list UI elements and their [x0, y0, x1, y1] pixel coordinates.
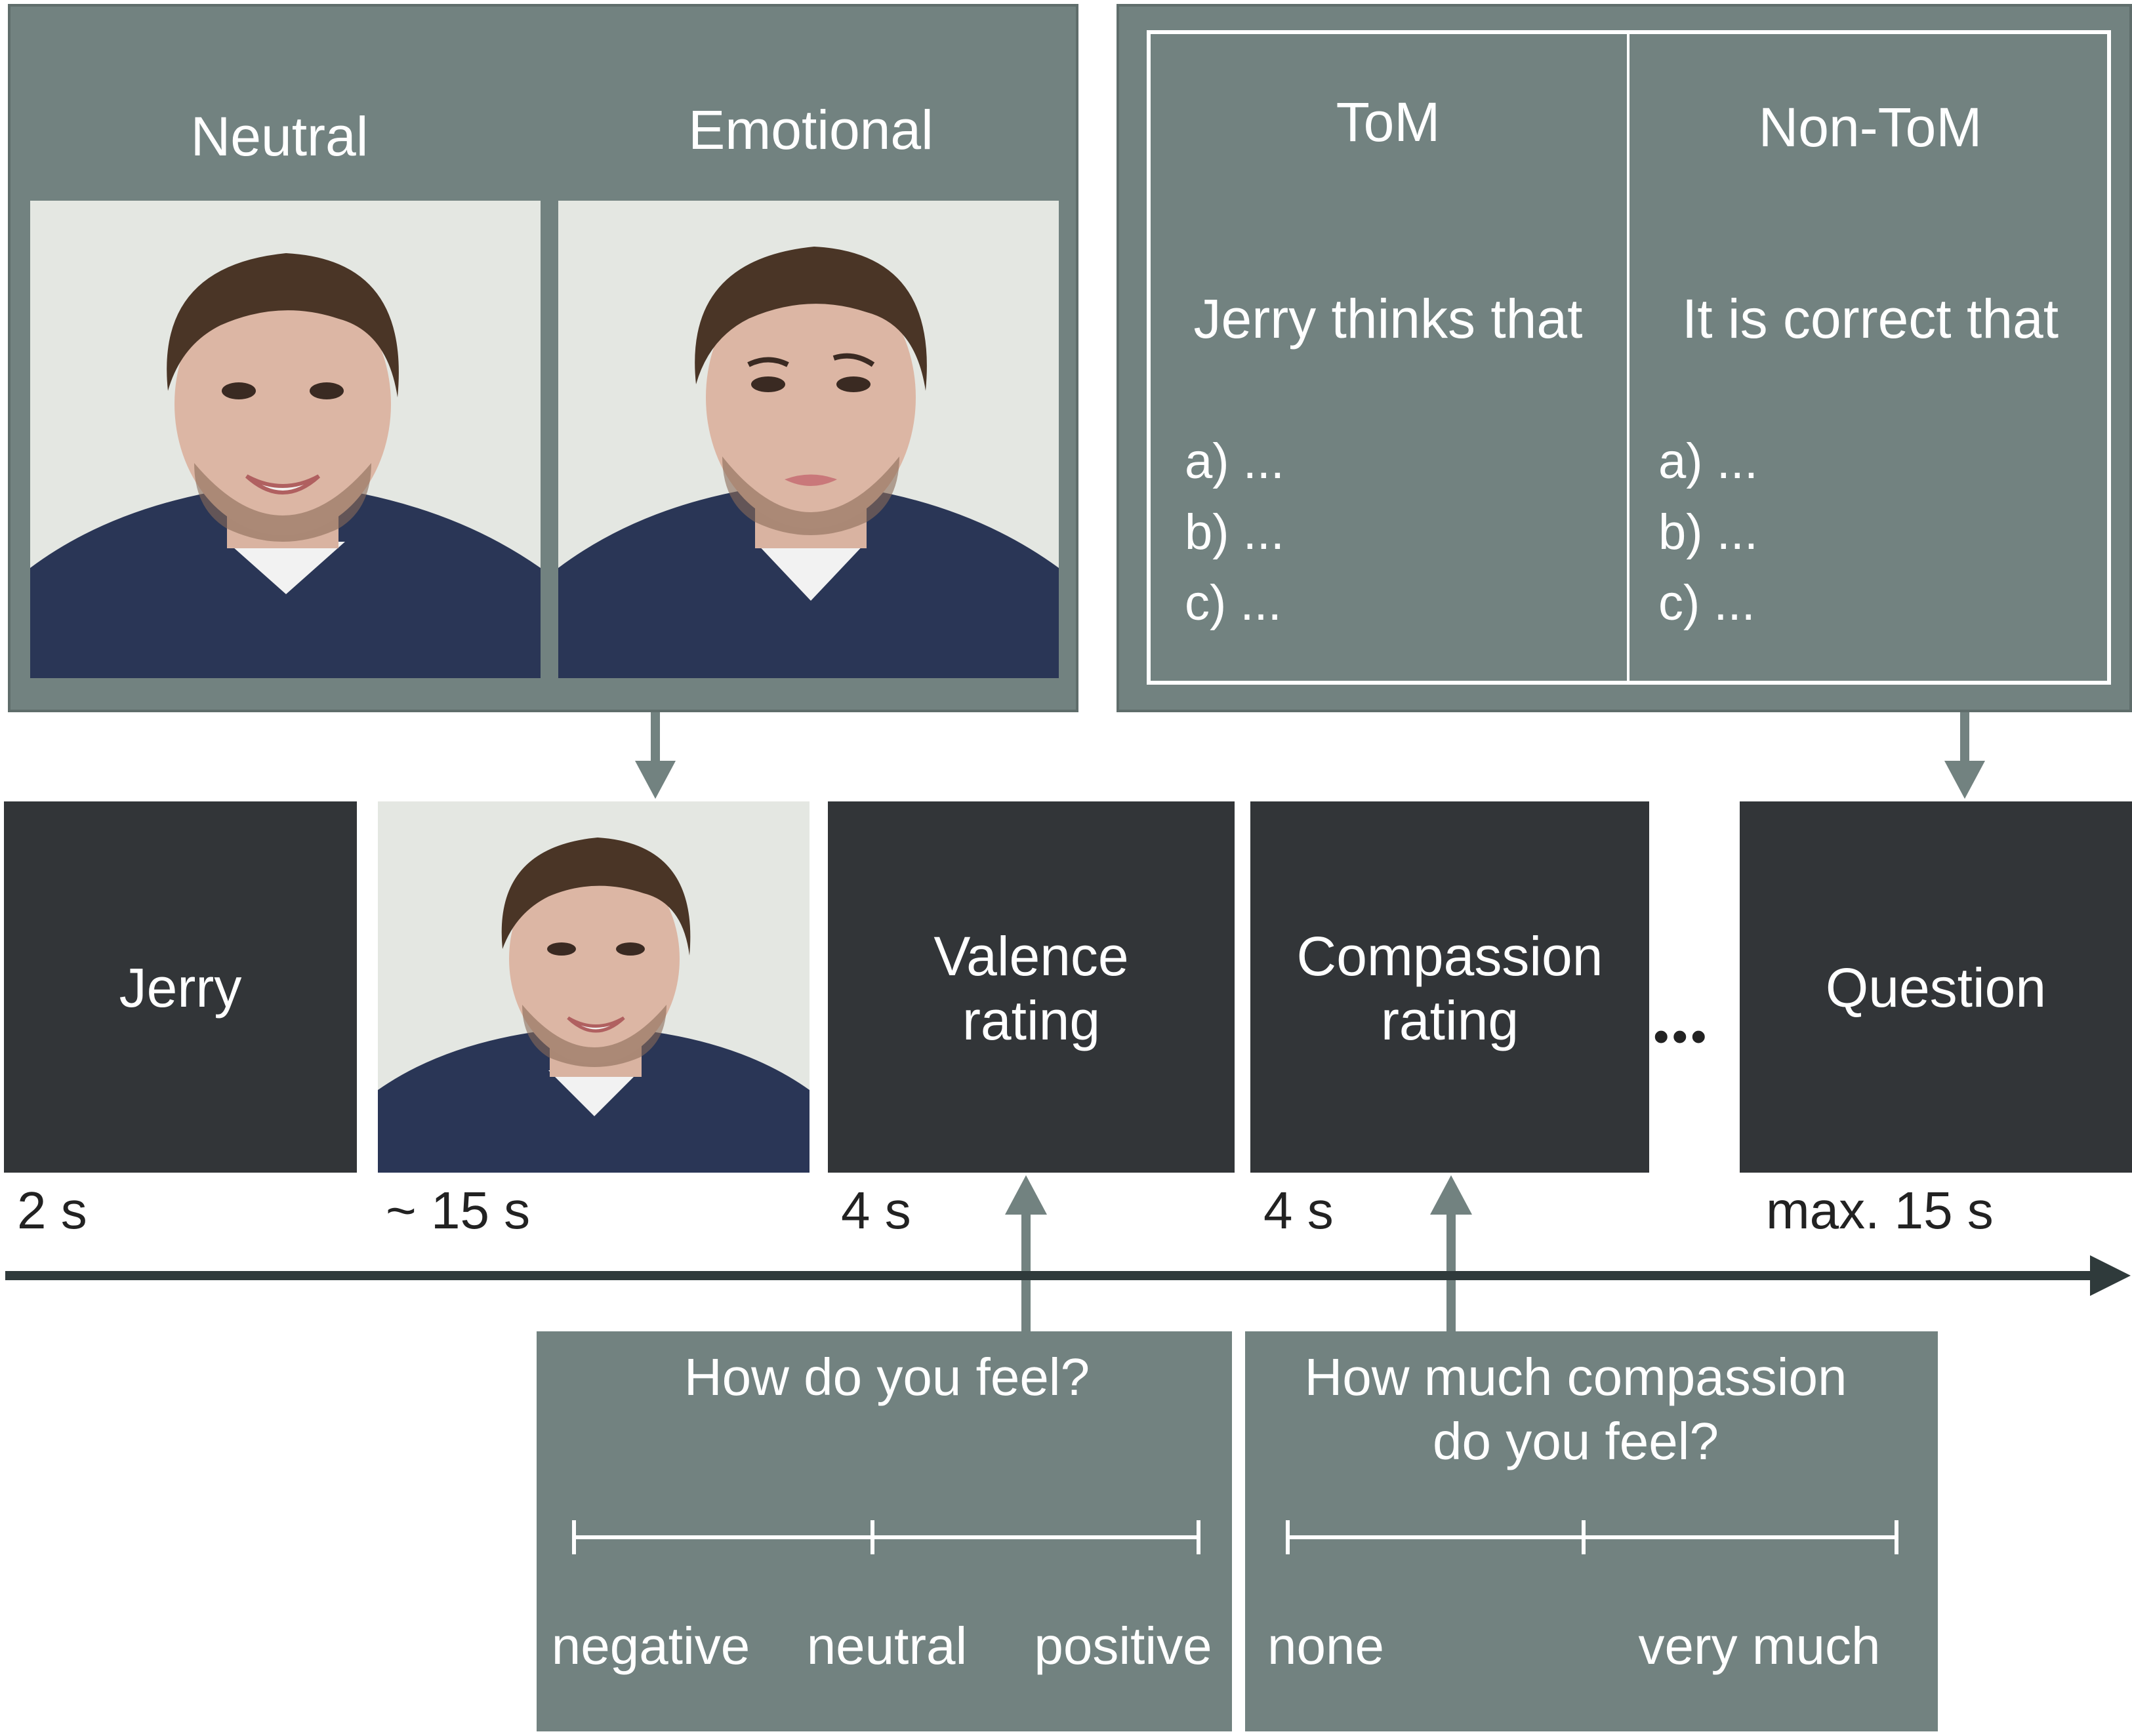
non-tom-option-a: a) ...	[1658, 434, 1759, 489]
valence-scale-line	[573, 1535, 1199, 1539]
card-compassion-line1: Compassion	[1296, 925, 1603, 987]
timeline-card-valence: Valence rating	[828, 801, 1235, 1173]
tom-stem: Jerry thinks that	[1193, 288, 1583, 350]
tom-option-a: a) ...	[1185, 434, 1285, 489]
non-tom-option-c: c) ...	[1658, 575, 1755, 631]
timeline-card-name: Jerry	[4, 801, 357, 1173]
face-video-icon	[378, 801, 810, 1173]
timeline-card-question: Question	[1740, 801, 2132, 1173]
compassion-question-line2: do you feel?	[1433, 1412, 1719, 1470]
compassion-scale-tick-right	[1895, 1520, 1898, 1554]
valence-label-positive: positive	[1034, 1617, 1212, 1675]
tom-option-c: c) ...	[1185, 575, 1282, 631]
question-condition-panel: ToM Jerry thinks that a) ... b) ... c) .…	[1117, 4, 2132, 712]
duration-valence: 4 s	[841, 1181, 911, 1240]
duration-compassion: 4 s	[1263, 1181, 1334, 1240]
compassion-label-none: none	[1267, 1617, 1384, 1675]
duration-video: ~ 15 s	[386, 1181, 531, 1240]
face-emotional-icon	[558, 201, 1059, 678]
face-panel-down-arrow	[635, 712, 676, 799]
valence-up-arrow	[1005, 1175, 1047, 1333]
compassion-rating-panel: How much compassion do you feel? none ve…	[1245, 1331, 1938, 1731]
timeline-ellipsis: •••	[1653, 1011, 1710, 1062]
tom-option-b: b) ...	[1185, 504, 1285, 560]
duration-question: max. 15 s	[1766, 1181, 1994, 1240]
timeline-card-compassion: Compassion rating	[1250, 801, 1649, 1173]
non-tom-title: Non-ToM	[1758, 96, 1982, 158]
valence-scale-tick-left	[572, 1520, 576, 1554]
valence-label-neutral: neutral	[806, 1617, 968, 1675]
card-question-label: Question	[1825, 957, 2047, 1019]
compassion-question-line1: How much compassion	[1304, 1348, 1847, 1406]
valence-scale-tick-mid	[871, 1520, 874, 1554]
compassion-scale-line	[1287, 1535, 1897, 1539]
question-panel-down-arrow	[1944, 712, 1985, 799]
valence-label-negative: negative	[551, 1617, 750, 1675]
timeline-axis-arrow	[5, 1255, 2131, 1296]
card-compassion-line2: rating	[1380, 990, 1519, 1051]
tom-title: ToM	[1336, 91, 1441, 153]
timeline-card-video	[378, 801, 810, 1173]
column-divider	[1627, 33, 1630, 682]
emotional-face-photo	[558, 201, 1059, 678]
card-valence-line2: rating	[962, 990, 1101, 1051]
neutral-face-photo	[30, 201, 541, 678]
valence-rating-panel: How do you feel? negative neutral positi…	[537, 1331, 1232, 1731]
compassion-scale-tick-mid	[1582, 1520, 1586, 1554]
valence-scale-tick-right	[1197, 1520, 1200, 1554]
valence-question: How do you feel?	[684, 1348, 1090, 1406]
compassion-scale-tick-left	[1286, 1520, 1290, 1554]
question-columns-frame	[1147, 30, 2111, 685]
non-tom-stem: It is correct that	[1681, 288, 2059, 350]
card-valence-line1: Valence	[933, 925, 1129, 987]
compassion-up-arrow	[1430, 1175, 1472, 1333]
duration-name: 2 s	[17, 1181, 87, 1240]
emotional-label: Emotional	[688, 99, 933, 161]
non-tom-option-b: b) ...	[1658, 504, 1759, 560]
compassion-label-very-much: very much	[1638, 1617, 1881, 1675]
face-neutral-icon	[30, 201, 541, 678]
neutral-label: Neutral	[190, 106, 369, 167]
card-name-label: Jerry	[119, 957, 242, 1019]
